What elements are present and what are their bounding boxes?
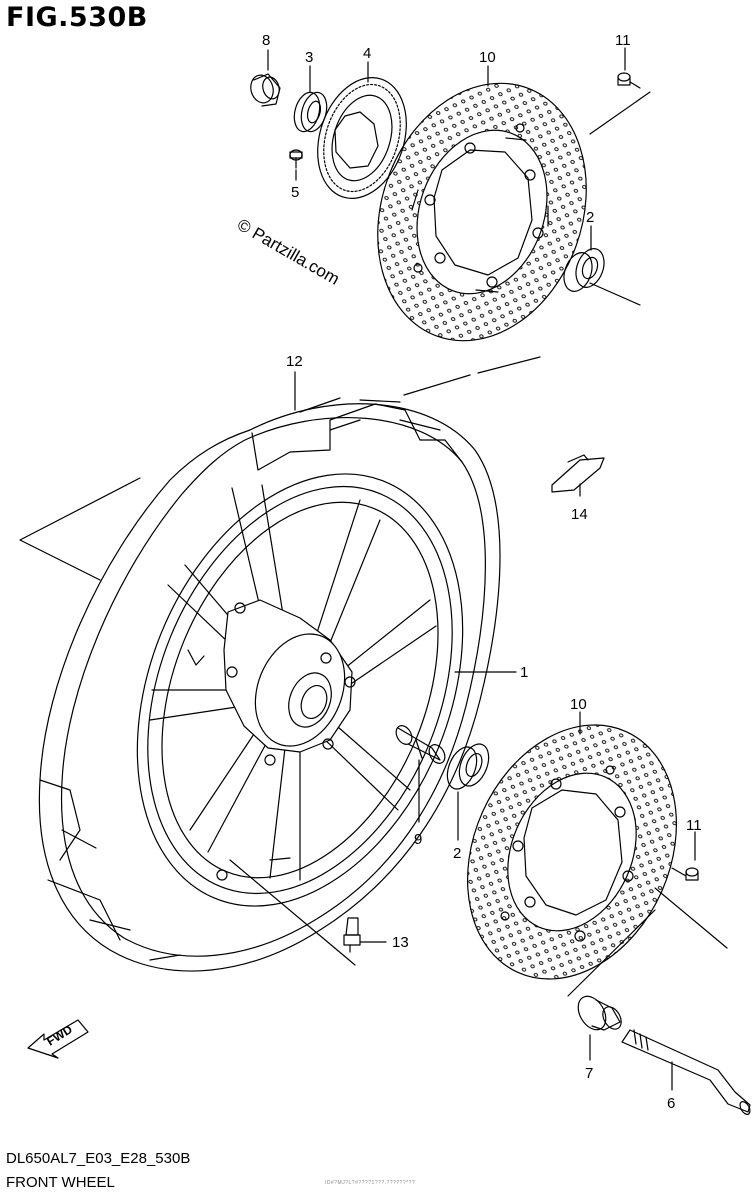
callout-10-bottom: 10 (570, 696, 587, 713)
callout-1: 1 (520, 664, 528, 681)
callout-6: 6 (667, 1095, 675, 1112)
part-3-oil-seal (290, 90, 331, 135)
callout-14: 14 (571, 506, 588, 523)
callout-12: 12 (286, 353, 303, 370)
watermark: © Partzilla.com (234, 215, 343, 289)
part-2-bearing-top (559, 245, 609, 295)
section-name: FRONT WHEEL (6, 1174, 115, 1191)
callout-11-top: 11 (615, 32, 631, 49)
callout-2-bottom: 2 (453, 845, 461, 862)
callout-3: 3 (305, 49, 313, 66)
callout-8: 8 (262, 32, 270, 49)
part-10-brake-disc-bottom (429, 692, 715, 1013)
callout-10-top: 10 (479, 49, 496, 66)
fwd-direction-arrow (28, 1020, 88, 1058)
figure-title: FIG.530B (6, 2, 148, 33)
part-12-tire (39, 398, 500, 971)
part-11-disc-bolt-top (618, 73, 640, 88)
part-1-wheel (77, 425, 524, 955)
part-8-collar (248, 73, 282, 106)
part-2-bearing-bottom (442, 740, 495, 794)
callout-leaders (268, 48, 695, 1090)
part-9-spacer (393, 723, 448, 766)
part-14-balancer-weight (552, 455, 604, 492)
part-5-screw (290, 150, 302, 168)
callout-5: 5 (291, 184, 299, 201)
part-13-valve (344, 918, 360, 952)
callout-7: 7 (585, 1065, 593, 1082)
callout-9: 9 (414, 831, 422, 848)
part-10-brake-disc-top (343, 54, 621, 370)
callout-4: 4 (363, 45, 371, 62)
model-code: DL650AL7_E03_E28_530B (6, 1150, 191, 1167)
part-11-disc-bolt-bottom (672, 868, 698, 880)
callout-11-bottom: 11 (686, 817, 702, 834)
part-6-axle (622, 1030, 752, 1116)
part-7-collar (573, 991, 625, 1034)
callout-2-top: 2 (586, 209, 594, 226)
fine-print: ID#?MJ?L?#????1???.??????*?? (325, 1180, 416, 1186)
callout-13: 13 (392, 934, 409, 951)
